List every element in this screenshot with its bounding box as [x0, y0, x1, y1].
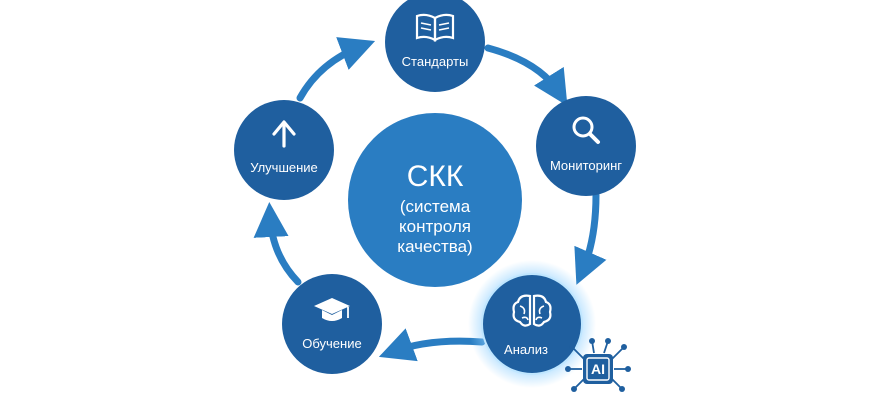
center-subtitle-line-1: (система [400, 197, 471, 216]
arrow-up-icon [272, 120, 296, 148]
node-improvement: Улучшение [234, 100, 334, 200]
ai-badge-label: AI [591, 361, 605, 377]
node-standards-label: Стандарты [402, 54, 469, 69]
book-icon [415, 13, 455, 42]
arrow-standards-to-monitoring [484, 44, 568, 106]
node-monitoring-label: Мониторинг [550, 158, 622, 173]
ai-chip-icon: AI [565, 338, 631, 392]
arrow-analysis-to-training [378, 328, 486, 362]
arrow-training-to-improvement [253, 202, 302, 286]
node-analysis-label: Анализ [504, 342, 548, 357]
arrow-monitoring-to-analysis [574, 191, 607, 285]
node-analysis: Анализ [468, 260, 596, 388]
brain-icon [512, 294, 552, 327]
node-training-label: Обучение [302, 336, 361, 351]
node-monitoring: Мониторинг [536, 96, 636, 196]
arrow-improvement-to-standards [296, 37, 376, 102]
graduation-cap-icon [314, 298, 350, 321]
node-training: Обучение [282, 274, 382, 374]
node-improvement-label: Улучшение [250, 160, 318, 175]
center-subtitle-line-2: контроля [399, 217, 471, 236]
magnifier-icon [572, 116, 600, 144]
center-node: СКК (система контроля качества) [348, 113, 522, 287]
node-standards: Стандарты [385, 0, 485, 92]
center-subtitle-line-3: качества) [397, 237, 472, 256]
center-title: СКК [407, 160, 464, 193]
